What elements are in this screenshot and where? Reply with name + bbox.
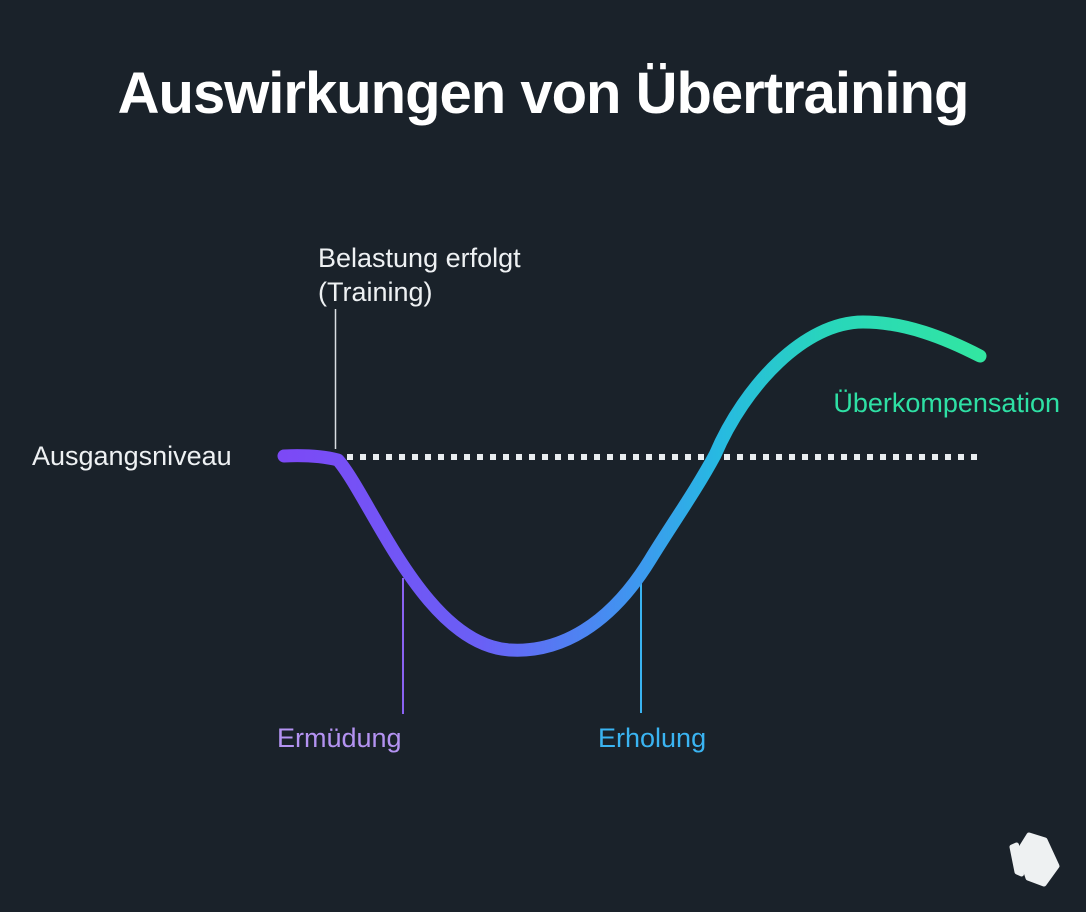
event-annotation: Belastung erfolgt (Training) <box>318 241 521 309</box>
hexagon-logo-icon <box>1009 832 1060 887</box>
supercompensation-label: Überkompensation <box>833 388 1060 418</box>
recovery-label: Erholung <box>598 723 707 753</box>
event-annotation-line2: (Training) <box>318 277 433 307</box>
page-title: Auswirkungen von Übertraining <box>117 61 970 126</box>
fatigue-label: Ermüdung <box>277 723 402 753</box>
event-annotation-line1: Belastung erfolgt <box>318 243 521 273</box>
performance-curve <box>277 315 987 657</box>
baseline-label: Ausgangsniveau <box>32 441 232 471</box>
